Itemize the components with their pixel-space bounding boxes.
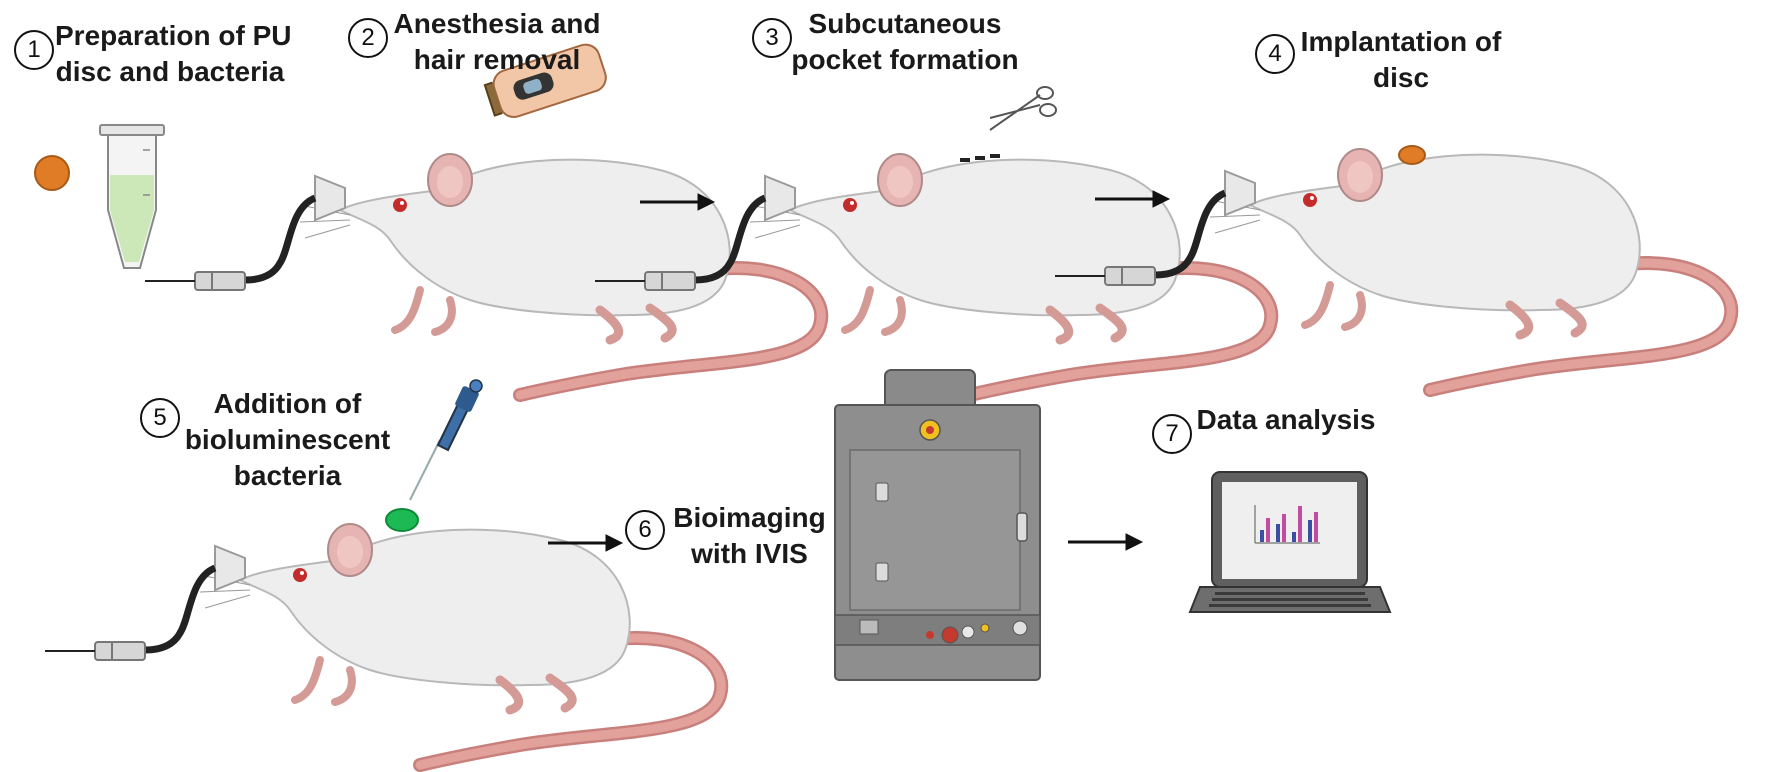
step-number-5: 5	[140, 398, 180, 438]
step-5-line-2: bioluminescent	[184, 424, 391, 455]
arrow-icon	[1125, 533, 1144, 551]
step-6-line-1: Bioimaging	[673, 502, 826, 533]
arrow-icon	[1152, 190, 1171, 208]
hair-clipper-icon	[483, 43, 607, 119]
pu-disc-icon	[34, 155, 70, 191]
nose-cone-icon	[145, 176, 345, 290]
step-3-line-2: pocket formation	[791, 44, 1019, 75]
arrow-icon	[697, 193, 716, 211]
microtube-icon	[99, 124, 165, 269]
step-label-5: Addition of bioluminescent bacteria	[180, 386, 395, 494]
bacteria-spot-icon	[385, 508, 419, 532]
ivis-imager-icon	[834, 369, 1041, 681]
mouse-icon	[750, 154, 1271, 395]
step-4-line-1: Implantation of	[1300, 26, 1502, 57]
arrows	[548, 190, 1171, 552]
implanted-disc-icon	[1398, 145, 1426, 165]
mouse-icon	[1210, 149, 1731, 390]
scissors-icon	[989, 86, 1057, 131]
incision-marks	[960, 154, 1000, 162]
laptop-icon	[1188, 471, 1392, 613]
mouse-icon	[300, 154, 821, 395]
nose-cone-icon	[45, 546, 245, 660]
step-1-line-1: Preparation of PU	[55, 20, 292, 51]
step-6-line-2: with IVIS	[691, 538, 808, 569]
step-5-line-1: Addition of	[213, 388, 362, 419]
step-4-line-2: disc	[1372, 62, 1430, 93]
step-label-1: Preparation of PU disc and bacteria	[55, 18, 292, 90]
step-number-7: 7	[1152, 414, 1192, 454]
step-label-7: Data analysis	[1196, 402, 1376, 438]
step-7-line-1: Data analysis	[1196, 404, 1376, 435]
step-3-line-1: Subcutaneous	[808, 8, 1002, 39]
step-number-6: 6	[625, 510, 665, 550]
step-number-4: 4	[1255, 34, 1295, 74]
step-2-line-2: hair removal	[413, 44, 581, 75]
step-number-1: 1	[14, 30, 54, 70]
mouse-icon	[200, 524, 721, 765]
pipette-icon	[409, 379, 483, 501]
step-5-line-3: bacteria	[233, 460, 342, 491]
arrow-icon	[605, 534, 624, 552]
step-label-2: Anesthesia and hair removal	[392, 6, 602, 78]
step-label-6: Bioimaging with IVIS	[672, 500, 827, 572]
step-label-4: Implantation of disc	[1296, 24, 1506, 96]
step-number-3: 3	[752, 18, 792, 58]
step-number-2: 2	[348, 18, 388, 58]
step-2-line-1: Anesthesia and	[393, 8, 601, 39]
step-label-3: Subcutaneous pocket formation	[790, 6, 1020, 78]
step-1-line-2: disc and bacteria	[55, 56, 285, 87]
